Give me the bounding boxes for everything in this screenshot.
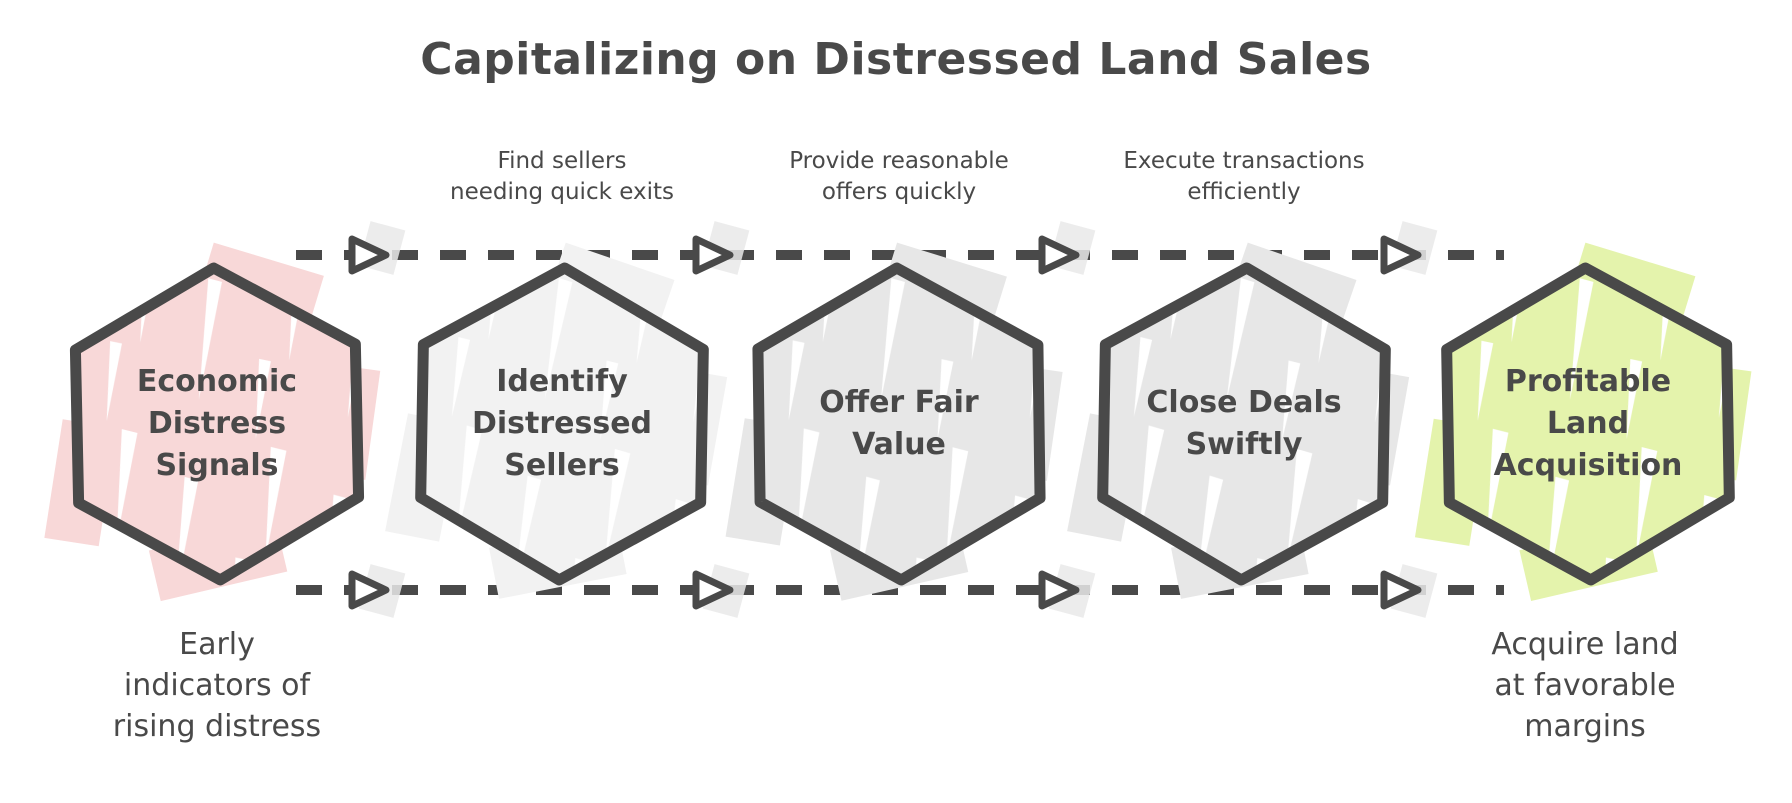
arrowhead-icon — [1038, 570, 1080, 610]
arrowhead-icon — [348, 235, 390, 275]
node-label-close-deals-swiftly: Close Deals Swiftly — [1146, 385, 1342, 462]
hexagon-shape — [1441, 262, 1735, 586]
hexagon-shape — [69, 262, 365, 586]
arrowhead-icon — [692, 235, 734, 275]
hex-identify-distressed-sellers — [385, 242, 728, 599]
hexagon-shape — [1097, 262, 1391, 586]
arrowhead-icon — [1038, 235, 1080, 275]
arrowheads-bottom — [348, 564, 1438, 618]
node-label-offer-fair-value: Offer Fair Value — [819, 385, 979, 462]
node-label-economic-distress-signals: Economic Distress Signals — [136, 364, 298, 483]
node-label-profitable-land-acquisition: Profitable Land Acquisition — [1493, 364, 1683, 483]
note-early-indicators: Early indicators of rising distress — [112, 627, 322, 744]
node-label-identify-distressed-sellers: Identify Distressed Sellers — [471, 364, 653, 483]
arrowhead-icon — [1380, 235, 1422, 275]
note-acquire-land: Acquire land at favorable margins — [1491, 627, 1679, 744]
edge-label-provide-offers: Provide reasonable offers quickly — [789, 148, 1009, 205]
hexagon-shape — [752, 262, 1046, 586]
edge-label-execute-transactions: Execute transactions efficiently — [1123, 148, 1365, 205]
hex-economic-distress-signals — [44, 242, 381, 602]
hexagon-shape — [415, 262, 709, 586]
arrowhead-icon — [1380, 570, 1422, 610]
arrowheads-top — [348, 221, 1438, 275]
edge-label-find-sellers: Find sellers needing quick exits — [450, 148, 674, 205]
arrowhead-icon — [692, 570, 734, 610]
arrowhead-icon — [348, 570, 390, 610]
hex-close-deals-swiftly — [1067, 242, 1410, 599]
hex-profitable-land-acquisition — [1414, 242, 1752, 601]
hex-offer-fair-value — [725, 242, 1063, 601]
page-title: Capitalizing on Distressed Land Sales — [420, 34, 1372, 85]
